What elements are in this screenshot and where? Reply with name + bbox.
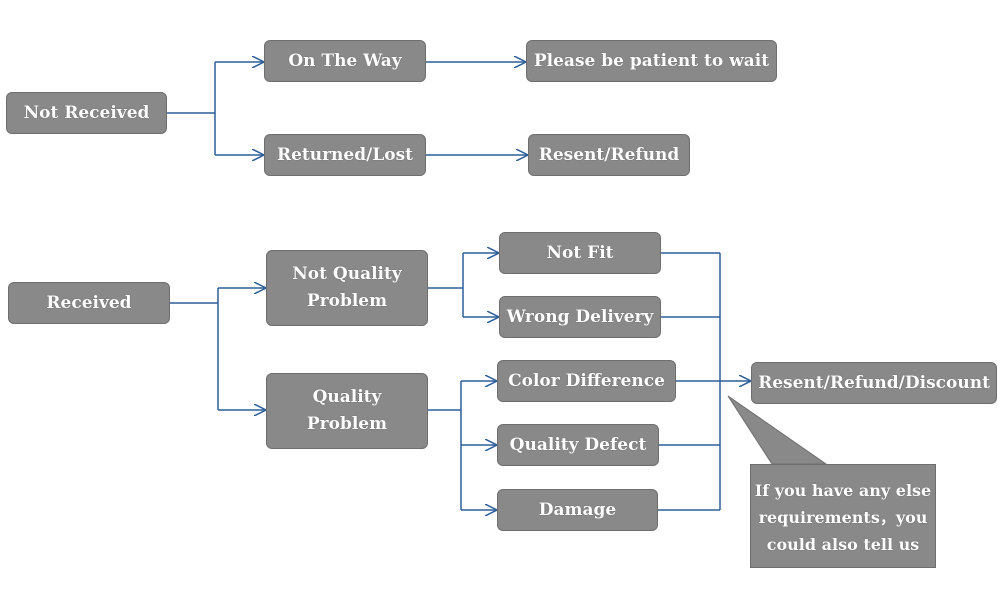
callout-line1: If you have any else xyxy=(754,481,932,500)
callout-line3: could also tell us xyxy=(766,535,920,554)
node-not-quality-problem: Not Quality Problem xyxy=(266,250,428,326)
connector-received-trunk xyxy=(170,288,219,410)
connector-not-quality-split xyxy=(428,253,464,317)
node-returned-lost: Returned/Lost xyxy=(264,134,426,176)
node-on-the-way: On The Way xyxy=(264,40,426,82)
node-not-fit: Not Fit xyxy=(499,232,661,274)
node-color-difference: Color Difference xyxy=(497,360,676,402)
node-resent-refund: Resent/Refund xyxy=(528,134,690,176)
not-quality-line1: Not Quality xyxy=(292,264,402,284)
callout-box: If you have any else requirements，you co… xyxy=(750,464,936,568)
node-quality-defect: Quality Defect xyxy=(497,424,659,466)
connector-not-received-trunk xyxy=(167,62,216,155)
node-please-wait: Please be patient to wait xyxy=(526,40,777,82)
callout-line2: requirements，you xyxy=(758,508,928,527)
node-received: Received xyxy=(8,282,170,324)
node-wrong-delivery: Wrong Delivery xyxy=(499,296,661,338)
node-resent-refund-discount: Resent/Refund/Discount xyxy=(751,362,997,404)
connector-quality-split xyxy=(428,381,462,510)
connector-merge xyxy=(658,252,721,511)
callout-pointer xyxy=(727,395,828,465)
quality-line1: Quality xyxy=(312,387,382,407)
quality-line2: Problem xyxy=(306,414,388,434)
node-quality-problem: Quality Problem xyxy=(266,373,428,449)
node-damage: Damage xyxy=(497,489,658,531)
node-not-received: Not Received xyxy=(6,92,167,134)
not-quality-line2: Problem xyxy=(306,291,388,311)
